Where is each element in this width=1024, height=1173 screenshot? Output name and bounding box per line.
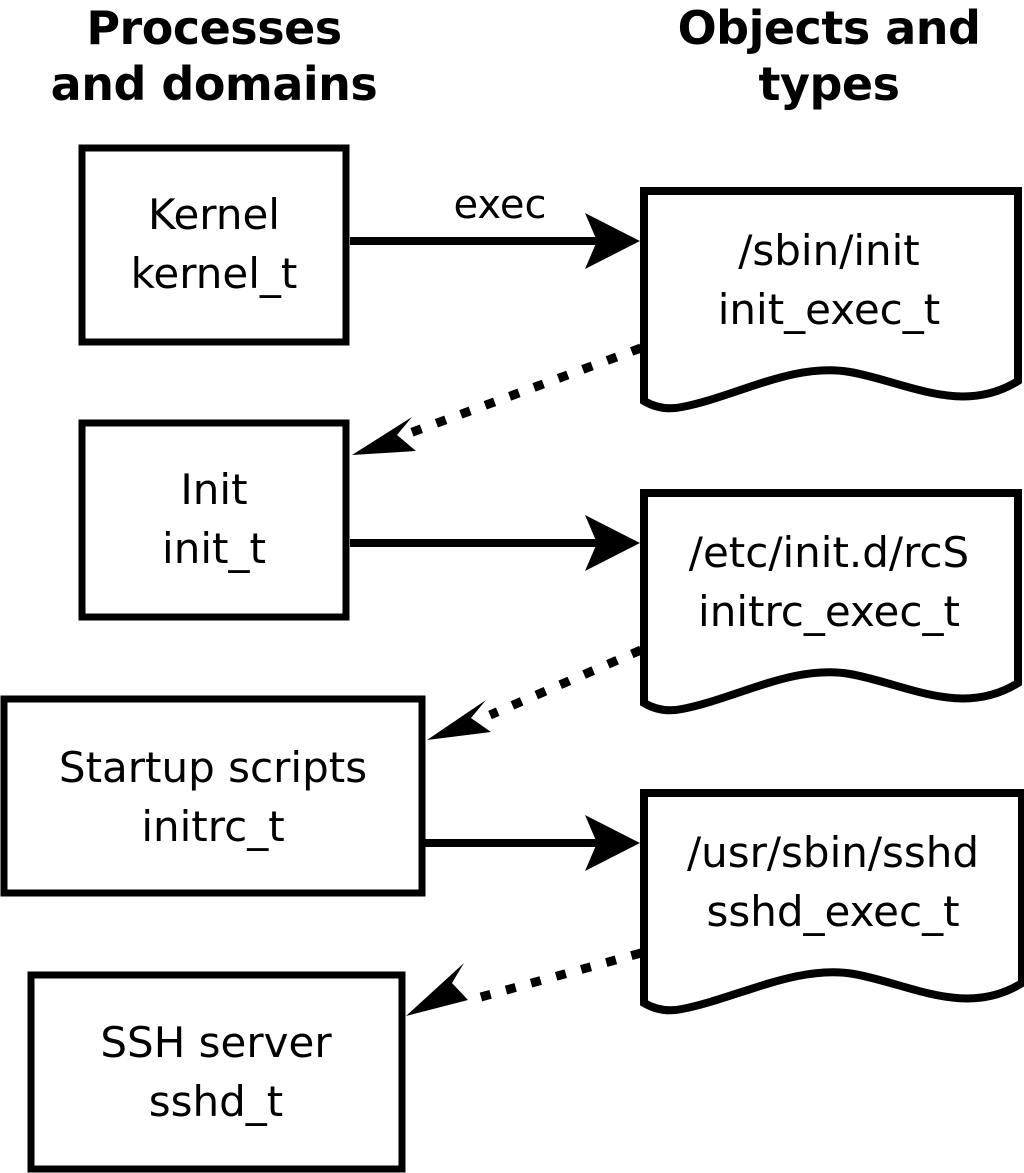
process-node-sshd[interactable]: SSH server sshd_t: [27, 971, 406, 1173]
process-node-init-box[interactable]: [78, 419, 350, 621]
object-node-sshd_exec-shape[interactable]: [640, 789, 1024, 1015]
edge-initrc-exec-sshd_exec-arrowhead: [585, 815, 640, 871]
edge-init-exec-initrc_exec-arrowhead: [585, 515, 640, 571]
process-node-sshd-line2: sshd_t: [149, 1077, 284, 1126]
process-node-initrc-box[interactable]: [0, 695, 426, 897]
edge-sshd_exec-transition-sshd: [406, 948, 643, 1016]
object-node-sshd_exec-line1: /usr/sbin/sshd: [687, 828, 979, 877]
process-node-init[interactable]: Init init_t: [78, 419, 350, 621]
edge-init_exec-transition-init-arrowhead: [352, 417, 416, 455]
edge-init_exec-transition-init-line: [408, 343, 643, 438]
object-node-init_exec[interactable]: /sbin/init init_exec_t: [640, 187, 1022, 413]
process-node-sshd-box[interactable]: [27, 971, 406, 1173]
object-node-initrc_exec-line1: /etc/init.d/rcS: [689, 528, 969, 577]
object-node-initrc_exec[interactable]: /etc/init.d/rcS initrc_exec_t: [640, 489, 1022, 715]
column-header-processes-line2: and domains: [51, 57, 378, 111]
edge-init_exec-transition-init: [352, 343, 643, 455]
column-header-processes: Processes and domains: [51, 1, 378, 111]
object-node-sshd_exec[interactable]: /usr/sbin/sshd sshd_exec_t: [640, 789, 1024, 1015]
object-node-init_exec-line1: /sbin/init: [738, 226, 920, 275]
process-node-init-line2: init_t: [162, 524, 266, 573]
edge-initrc_exec-transition-initrc-arrowhead: [427, 700, 491, 740]
edge-initrc-exec-sshd_exec: [424, 815, 640, 871]
column-header-objects-line1: Objects and: [678, 1, 981, 55]
edge-sshd_exec-transition-sshd-line: [468, 948, 643, 1005]
edge-init-exec-initrc_exec: [350, 515, 640, 571]
process-node-init-line1: Init: [180, 465, 247, 514]
column-header-processes-line1: Processes: [86, 1, 341, 55]
process-node-kernel[interactable]: Kernel kernel_t: [78, 144, 350, 346]
process-node-kernel-box[interactable]: [78, 144, 350, 346]
process-node-kernel-line1: Kernel: [148, 190, 280, 239]
object-node-init_exec-shape[interactable]: [640, 187, 1022, 413]
edge-initrc_exec-transition-initrc-line: [488, 645, 643, 720]
object-node-init_exec-line2: init_exec_t: [718, 285, 941, 334]
process-node-initrc[interactable]: Startup scripts initrc_t: [0, 695, 426, 897]
object-node-initrc_exec-shape[interactable]: [640, 489, 1022, 715]
process-node-sshd-line1: SSH server: [100, 1018, 332, 1067]
edge-sshd_exec-transition-sshd-arrowhead: [406, 963, 468, 1016]
process-node-initrc-line1: Startup scripts: [59, 743, 367, 792]
column-header-objects: Objects and types: [678, 1, 981, 111]
process-node-initrc-line2: initrc_t: [141, 802, 284, 851]
edge-kernel-exec-init_exec: exec: [350, 182, 640, 269]
edge-label-exec: exec: [454, 182, 547, 228]
process-node-kernel-line2: kernel_t: [131, 249, 298, 298]
column-header-objects-line2: types: [759, 57, 900, 111]
edge-initrc_exec-transition-initrc: [427, 645, 643, 740]
object-node-initrc_exec-line2: initrc_exec_t: [698, 587, 960, 636]
edge-kernel-exec-init_exec-arrowhead: [585, 213, 640, 269]
object-node-sshd_exec-line2: sshd_exec_t: [706, 887, 959, 936]
